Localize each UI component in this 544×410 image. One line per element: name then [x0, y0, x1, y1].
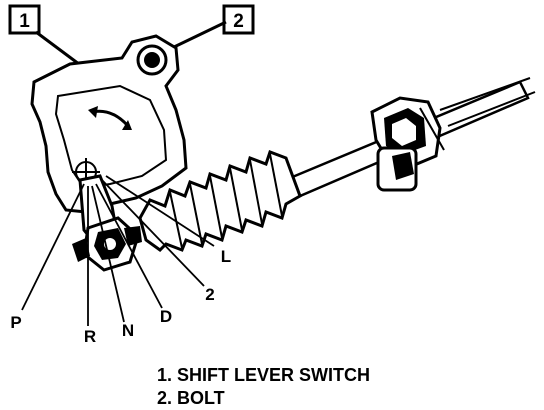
legend-item-shift-lever-switch: 1. SHIFT LEVER SWITCH [157, 365, 371, 385]
position-label-n: N [122, 321, 134, 340]
position-label-2: 2 [205, 285, 214, 304]
shift-cable [138, 77, 536, 252]
position-label-p: P [10, 313, 21, 332]
position-label-r: R [84, 327, 96, 346]
callout-2-label: 2 [233, 11, 244, 32]
parts-legend: 1. SHIFT LEVER SWITCH 2. BOLT [157, 364, 370, 410]
position-leaders [21, 175, 215, 326]
position-label-d: D [160, 307, 172, 326]
callout-1-label: 1 [19, 11, 30, 32]
legend-item-bolt: 2. BOLT [157, 388, 225, 408]
callout-1: 1 [8, 4, 41, 35]
callout-2: 2 [222, 4, 255, 35]
position-label-l: L [221, 247, 231, 266]
